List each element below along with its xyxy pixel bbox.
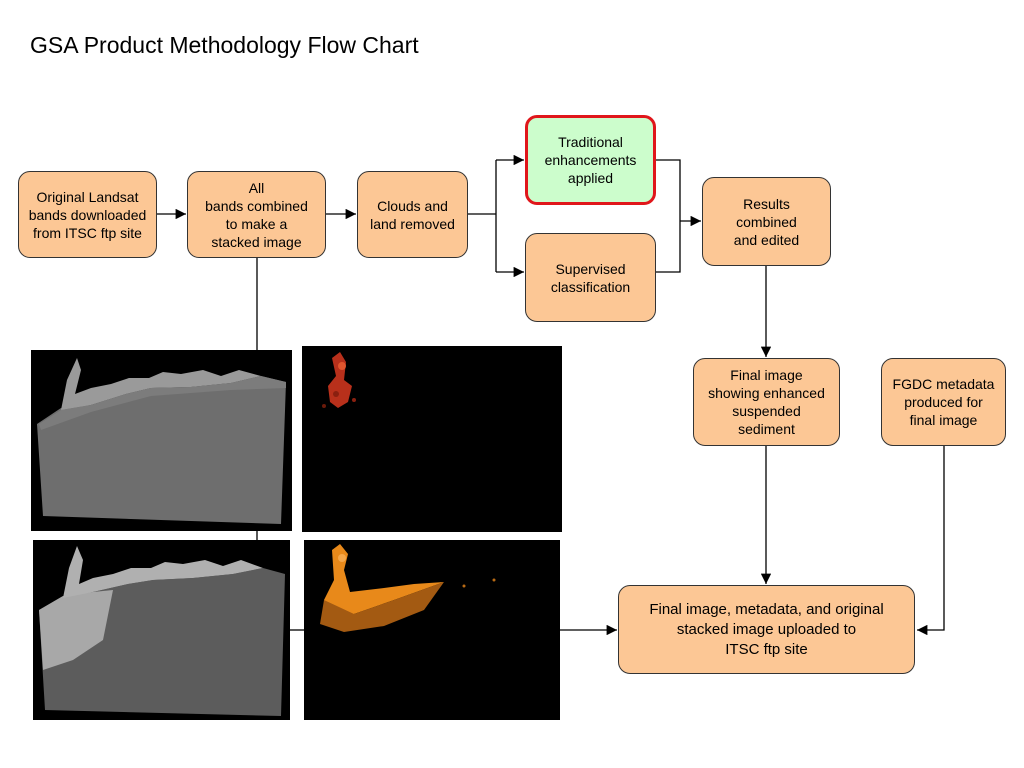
node-fgdc-metadata: FGDC metadata produced for final image (881, 358, 1006, 446)
red-enhanced-image (322, 352, 356, 408)
node-stacked-image: All bands combined to make a stacked ima… (187, 171, 326, 258)
grayscale-coast-image (37, 358, 286, 524)
grayscale-classified-image (39, 546, 285, 716)
thumbnail-orange-sediment (304, 540, 560, 720)
node-final-image: Final image showing enhanced suspended s… (693, 358, 840, 446)
node-traditional-enhancements: Traditional enhancements applied (525, 115, 656, 205)
arrow-fgdc-to-upload (917, 446, 945, 636)
node-supervised-classification: Supervised classification (525, 233, 656, 322)
thumbnail-grayscale-stacked (31, 350, 292, 531)
node-upload-ftp: Final image, metadata, and original stac… (618, 585, 915, 674)
line-traditional-merge (656, 159, 681, 273)
page-title: GSA Product Methodology Flow Chart (30, 32, 419, 58)
orange-sediment-image (320, 544, 496, 632)
node-clouds-removed: Clouds and land removed (357, 171, 468, 258)
thumbnail-red-enhanced (302, 346, 562, 532)
node-results-combined: Results combined and edited (702, 177, 831, 266)
thumbnail-grayscale-classified (33, 540, 290, 720)
node-original-landsat: Original Landsat bands downloaded from I… (18, 171, 157, 258)
